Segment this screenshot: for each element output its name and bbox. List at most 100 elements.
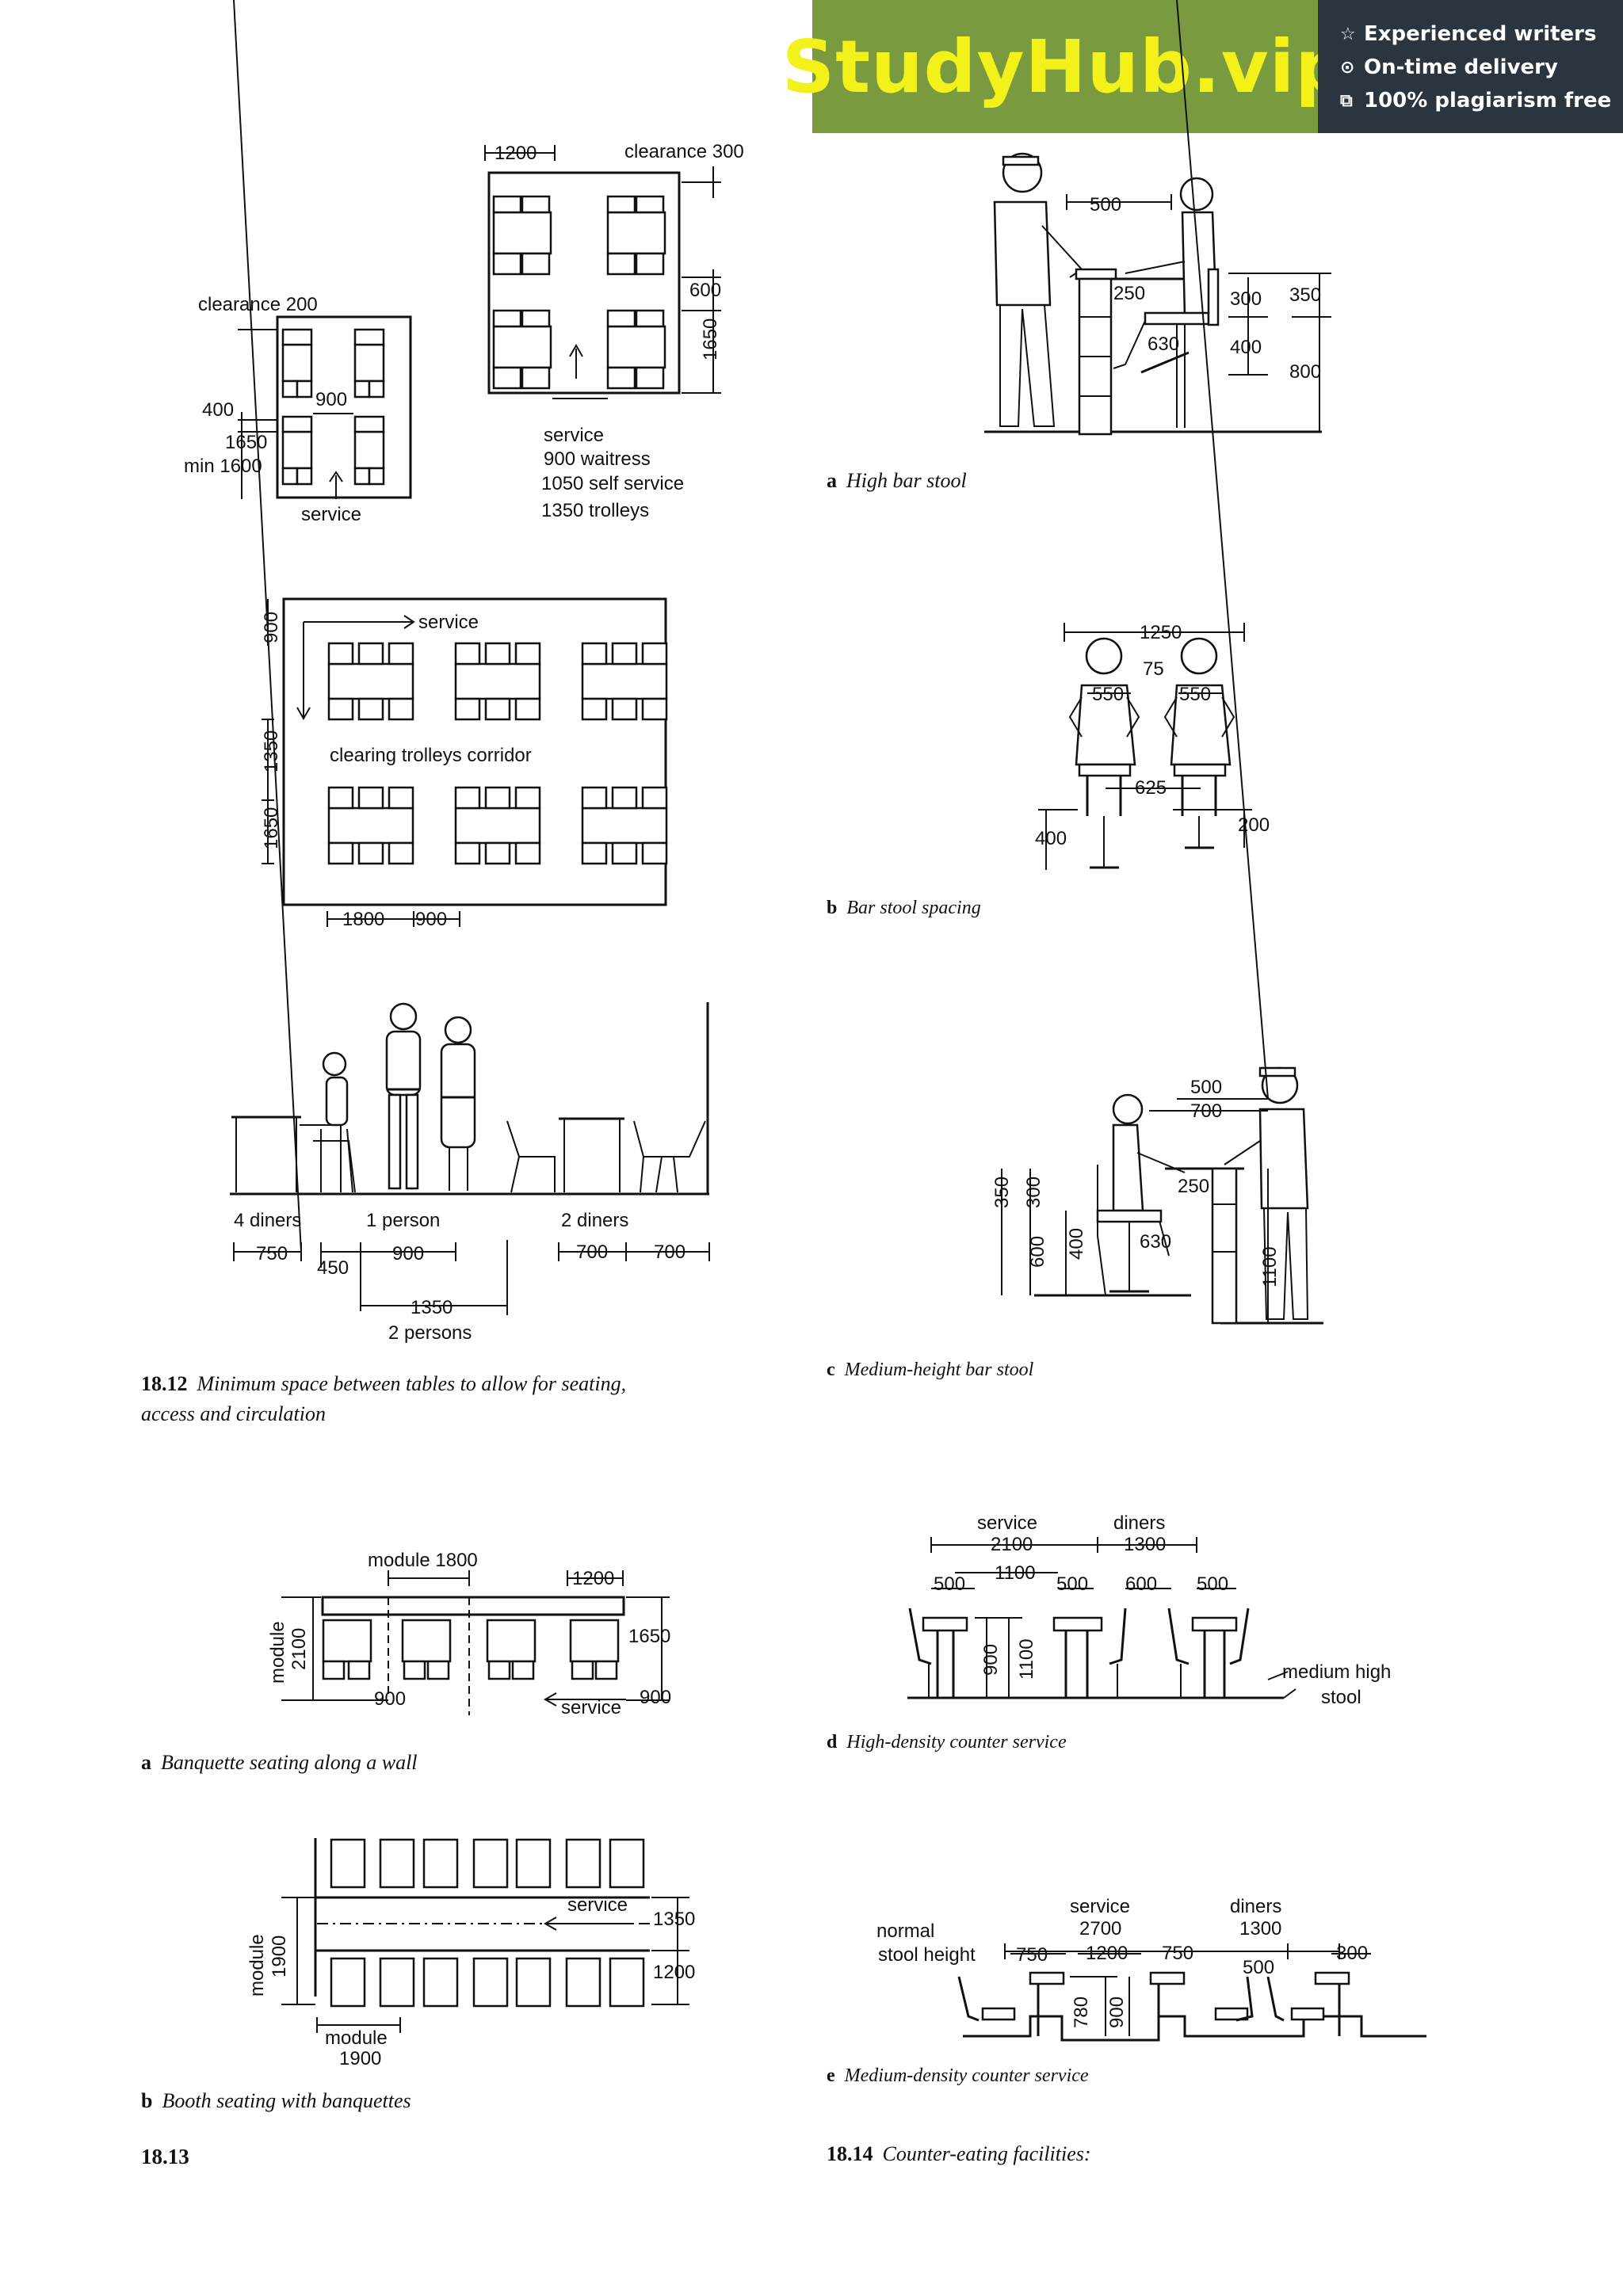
svg-text:750: 750 [256,1243,288,1264]
svg-text:600: 600 [1125,1573,1157,1595]
diagram-medium-density-counter: service 2700 diners 1300 normal stool he… [876,1896,1426,2042]
clock-icon: ⊙ [1340,57,1355,78]
diagram-small-table-plan: clearance 200 900 400 1650 min 1600 serv… [184,294,412,525]
svg-text:service: service [561,1697,621,1718]
svg-text:1100: 1100 [1259,1246,1281,1287]
svg-text:normal: normal [876,1920,934,1942]
svg-text:800: 800 [1289,361,1321,383]
diagram-banquette-wall: module 1800 1200 module 2100 1650 900 se… [267,1550,671,1718]
perk-delivery: ⊙On-time delivery [1340,55,1558,79]
star-outline-icon: ☆ [1340,24,1356,44]
svg-text:900: 900 [315,389,347,410]
svg-text:900: 900 [1106,1997,1128,2028]
svg-text:500: 500 [1056,1573,1088,1595]
svg-text:2 diners: 2 diners [561,1210,628,1231]
svg-text:200: 200 [1238,814,1270,836]
svg-text:500: 500 [1197,1573,1228,1595]
svg-text:900: 900 [980,1644,1002,1676]
svg-text:700: 700 [1190,1100,1222,1122]
svg-text:1200: 1200 [572,1568,614,1589]
diagram-medium-height-stool: 500 700 250 350 300 600 400 630 1100 [991,0,1323,1325]
svg-text:diners: diners [1230,1896,1281,1917]
svg-text:2100: 2100 [991,1534,1033,1555]
svg-text:780: 780 [1071,1997,1092,2028]
svg-text:1100: 1100 [1016,1638,1037,1680]
svg-text:1800: 1800 [342,909,384,930]
svg-text:1250: 1250 [1140,622,1182,643]
svg-text:900: 900 [261,612,282,643]
svg-text:700: 700 [654,1241,685,1263]
svg-text:2100: 2100 [288,1628,310,1670]
diagram-corridor-plan: service clearing trolleys corridor 900 1… [261,597,668,930]
svg-text:service: service [977,1512,1037,1534]
svg-text:400: 400 [202,399,234,421]
perk-plagiarism: ⧉100% plagiarism free [1340,89,1612,113]
svg-text:1200: 1200 [653,1962,695,1983]
svg-text:1650: 1650 [628,1626,670,1647]
svg-text:400: 400 [1230,337,1262,358]
copy-check-icon: ⧉ [1340,90,1353,111]
svg-text:1650: 1650 [700,318,721,360]
ad-banner[interactable]: StudyHub.vip ☆Experienced writers ⊙On-ti… [782,0,1623,133]
svg-text:350: 350 [991,1177,1013,1208]
svg-text:1650: 1650 [225,432,267,453]
svg-text:1200: 1200 [1086,1943,1128,1964]
svg-text:1 person: 1 person [366,1210,440,1231]
svg-text:630: 630 [1148,334,1179,355]
svg-text:500: 500 [1243,1957,1274,1978]
svg-text:250: 250 [1113,283,1145,304]
svg-text:2 persons: 2 persons [388,1322,472,1344]
svg-text:350: 350 [1289,284,1321,306]
svg-text:4 diners: 4 diners [234,1210,301,1231]
svg-text:module: module [325,2027,388,2049]
svg-text:500: 500 [934,1573,965,1595]
svg-text:min 1600: min 1600 [184,456,262,477]
svg-text:500: 500 [1090,194,1121,215]
banner-perks: ☆Experienced writers ⊙On-time delivery ⧉… [1318,0,1623,133]
svg-text:service: service [418,612,479,633]
diagram-people-elevation: 4 diners 1 person 2 diners 750 450 900 7… [230,0,710,1344]
svg-text:550: 550 [1092,684,1124,705]
svg-text:module 1800: module 1800 [368,1550,478,1571]
svg-text:1900: 1900 [269,1936,290,1978]
svg-text:stool: stool [1321,1687,1361,1708]
svg-text:300: 300 [1023,1177,1044,1208]
svg-text:630: 630 [1140,1231,1171,1253]
svg-text:900: 900 [640,1687,671,1708]
svg-text:clearing trolleys corridor: clearing trolleys corridor [330,745,532,766]
svg-text:module: module [267,1621,288,1684]
svg-text:500: 500 [1190,1077,1222,1098]
svg-text:1300: 1300 [1239,1918,1281,1939]
banner-logo-panel[interactable]: StudyHub.vip [782,0,1347,133]
svg-text:400: 400 [1066,1228,1087,1260]
svg-text:1100: 1100 [995,1562,1036,1584]
svg-text:1300: 1300 [1124,1534,1166,1555]
svg-text:1050 self service: 1050 self service [541,473,684,494]
svg-text:900: 900 [415,909,447,930]
svg-text:450: 450 [317,1257,349,1279]
svg-text:1350: 1350 [653,1909,695,1930]
svg-text:900: 900 [374,1688,406,1710]
svg-text:75: 75 [1143,658,1164,680]
studyhub-logo: StudyHub.vip [781,24,1349,109]
svg-text:900 waitress: 900 waitress [544,448,651,470]
diagram-high-bar-stool: 500 250 630 300 350 400 800 [984,152,1331,436]
svg-text:1350 trolleys: 1350 trolleys [541,500,649,521]
svg-text:550: 550 [1179,684,1211,705]
svg-text:2700: 2700 [1079,1918,1121,1939]
svg-text:750: 750 [1162,1943,1193,1964]
diagram-booth-seating: service 1350 1200 module 1900 module 190… [246,1838,695,2069]
svg-text:625: 625 [1135,777,1167,799]
svg-text:stool height: stool height [878,1944,976,1966]
svg-text:700: 700 [576,1241,608,1263]
svg-text:1200: 1200 [495,143,537,164]
